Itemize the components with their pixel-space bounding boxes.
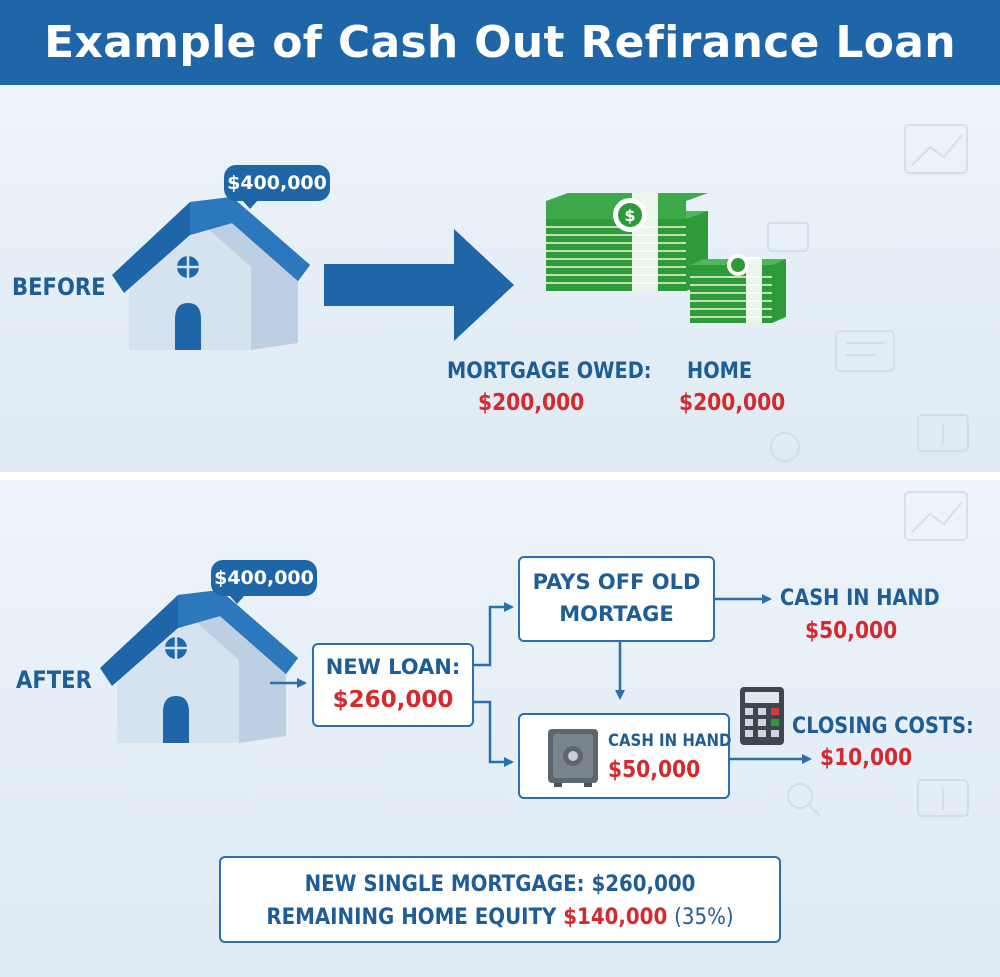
arrow-right-icon bbox=[324, 229, 514, 341]
house-icon bbox=[112, 197, 310, 350]
new-loan-box: NEW LOAN: $260,000 bbox=[312, 643, 474, 727]
cash-in-hand-label: CASH IN HAND bbox=[780, 586, 940, 611]
calculator-icon bbox=[740, 687, 784, 745]
house-icon bbox=[100, 590, 298, 743]
new-loan-label: NEW LOAN: bbox=[325, 655, 461, 679]
new-loan-value: $260,000 bbox=[332, 687, 454, 713]
title-banner: Example of Cash Out Refirance Loan bbox=[0, 0, 1000, 85]
summary-line1: NEW SINGLE MORTGAGE: $260,000 bbox=[304, 872, 696, 897]
summary-box: NEW SINGLE MORTGAGE: $260,000 REMAINING … bbox=[219, 856, 781, 943]
home-equity-value: $200,000 bbox=[679, 390, 786, 416]
cash-in-hand-value: $50,000 bbox=[805, 618, 898, 644]
money-stack-icon: $ bbox=[546, 193, 786, 323]
pays-off-line1: PAYS OFF OLD bbox=[532, 570, 701, 594]
flow-connectors bbox=[270, 594, 812, 767]
before-panel: BEFORE $400,000 $ bbox=[0, 85, 1000, 472]
mortgage-owed-label: MORTGAGE OWED: bbox=[447, 359, 652, 384]
after-label: AFTER bbox=[16, 666, 92, 694]
safe-value: $50,000 bbox=[608, 757, 701, 783]
home-value-badge: $400,000 bbox=[224, 165, 330, 209]
background-decoration bbox=[787, 491, 969, 817]
safe-icon bbox=[548, 729, 598, 787]
background-decoration bbox=[767, 124, 969, 462]
safe-cash-box: CASH IN HAND $50,000 bbox=[518, 713, 732, 799]
safe-label: CASH IN HAND bbox=[608, 731, 732, 751]
panel-divider bbox=[0, 472, 1000, 480]
summary-equity-percent: (35%) bbox=[674, 905, 734, 930]
summary-equity-label: REMAINING HOME EQUITY bbox=[266, 905, 557, 930]
after-panel: AFTER $400,000 NEW LOAN: $260,000 bbox=[0, 480, 1000, 977]
closing-costs-value: $10,000 bbox=[820, 745, 913, 771]
page-title: Example of Cash Out Refirance Loan bbox=[44, 17, 956, 68]
summary-equity-value: $140,000 bbox=[563, 905, 668, 930]
mortgage-owed-value: $200,000 bbox=[478, 390, 585, 416]
pays-off-line2: MORTAGE bbox=[559, 602, 674, 626]
pays-off-box: PAYS OFF OLD MORTAGE bbox=[518, 556, 715, 642]
svg-text:$: $ bbox=[624, 206, 635, 225]
closing-costs-label: CLOSING COSTS: bbox=[792, 714, 974, 739]
before-label: BEFORE bbox=[12, 273, 106, 301]
summary-line2: REMAINING HOME EQUITY $140,000 (35%) bbox=[249, 905, 751, 930]
home-value-badge: $400,000 bbox=[211, 560, 317, 604]
home-label: HOME bbox=[687, 359, 753, 384]
